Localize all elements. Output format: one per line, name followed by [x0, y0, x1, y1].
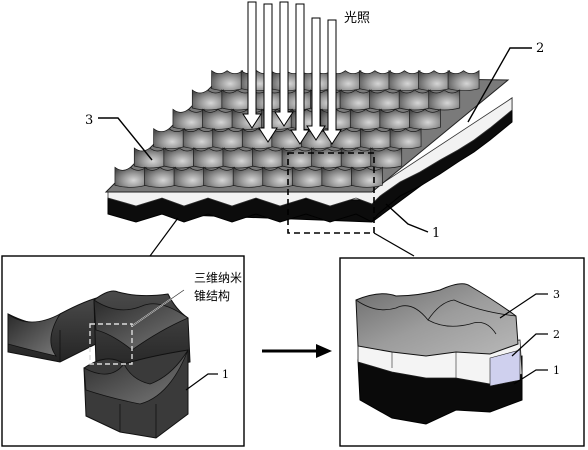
cone-cell [222, 147, 255, 169]
cone-cell [163, 147, 196, 169]
light-arrow [242, 1, 262, 129]
cone-cell [291, 166, 324, 188]
zoom-box [287, 152, 375, 234]
zoom-line-left [149, 217, 179, 257]
label-1: 1 [432, 226, 440, 241]
right-label-1: 1 [553, 364, 560, 377]
leader-2 [467, 47, 532, 123]
left-dashed-box [89, 323, 133, 365]
left-cone-block [7, 290, 191, 439]
cone-cell [388, 69, 421, 92]
cone-cell [221, 89, 254, 111]
left-label-leader-outline [131, 289, 185, 327]
cone-cell [173, 166, 206, 188]
structure-label-1: 三维纳米 [194, 271, 242, 285]
cone-cell [193, 147, 225, 169]
cone-cell [212, 127, 245, 150]
cone-cell [428, 89, 461, 111]
zoom-line-right [373, 232, 415, 257]
cone-cell [329, 69, 362, 92]
right-leader-3 [499, 293, 548, 319]
cone-cell [321, 166, 354, 188]
left-leader-1 [185, 373, 218, 391]
cone-cell [262, 166, 295, 188]
cone-cell [379, 108, 412, 130]
light-arrow [306, 17, 326, 141]
cone-cell [389, 127, 422, 150]
right-leader-2 [511, 333, 548, 357]
cone-cell [172, 108, 205, 130]
cone-cell [370, 147, 403, 169]
structure-label-2: 锥结构 [194, 288, 230, 303]
cone-cell [360, 127, 392, 150]
right-leader-1 [513, 369, 548, 385]
right-label-3: 3 [553, 288, 560, 301]
zoom-arrow [262, 344, 332, 358]
light-arrow [322, 19, 342, 145]
cone-cell [144, 166, 176, 188]
cone-cell [191, 89, 224, 111]
right-label-2: 2 [553, 328, 560, 341]
cone-cell [369, 89, 401, 111]
top-array [104, 69, 513, 223]
cone-cell [349, 108, 382, 130]
middle-layer [107, 97, 513, 207]
label-2: 2 [536, 41, 544, 56]
light-arrows [242, 1, 342, 145]
cone-cell [114, 166, 147, 188]
light-arrow [258, 3, 278, 143]
cone-cell [351, 166, 383, 188]
right-cone-block [355, 283, 523, 425]
cone-cell [311, 147, 343, 169]
left-label-1: 1 [222, 368, 229, 381]
cone-cell [398, 89, 431, 111]
cone-cell [182, 127, 215, 150]
cone-cell [339, 89, 372, 111]
cone-cell [252, 147, 284, 169]
light-label: 光照 [344, 11, 370, 26]
cone-cell [447, 69, 480, 92]
cone-cell [202, 108, 234, 130]
leader-1 [385, 203, 429, 233]
cone-cell [409, 108, 441, 130]
light-arrow [274, 1, 294, 127]
cone-cell [281, 147, 314, 169]
cone-cell [211, 69, 243, 92]
cone-cell [340, 147, 373, 169]
cone-cell [203, 166, 235, 188]
cone-cell [359, 69, 391, 92]
light-arrow [290, 3, 310, 145]
label-3: 3 [85, 113, 93, 128]
cone-cell [153, 127, 185, 150]
leader-3 [98, 117, 153, 161]
cone-cell [418, 69, 450, 92]
cone-cell [232, 166, 265, 188]
